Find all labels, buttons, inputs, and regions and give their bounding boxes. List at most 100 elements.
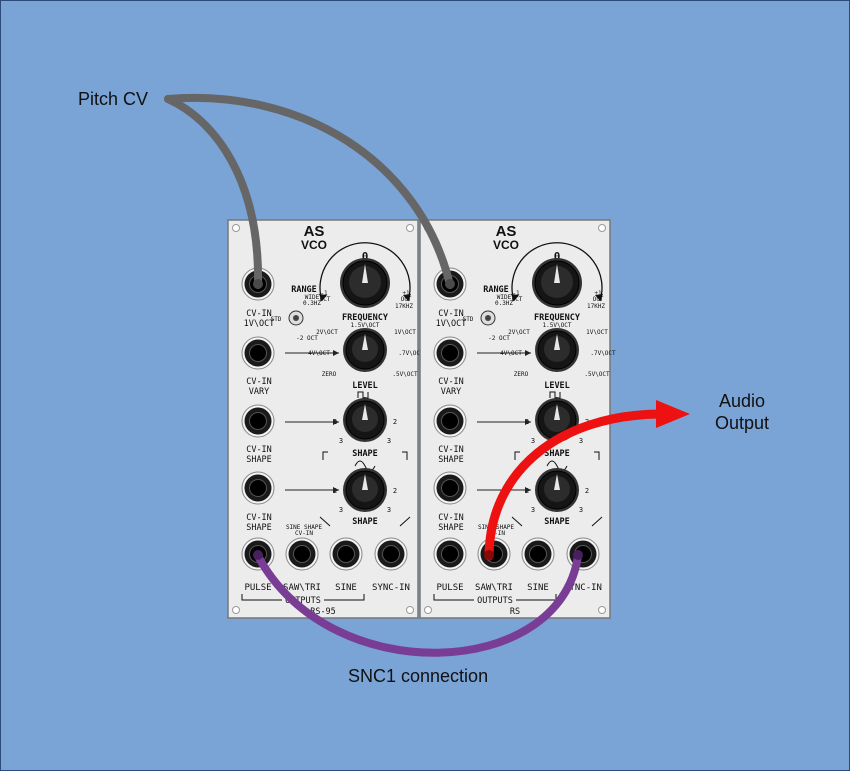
sine-shape-cv-label-2: CV-IN bbox=[295, 530, 313, 537]
level-scale-2-right: 2 bbox=[393, 418, 397, 426]
frequency-sub-label: 1.5V\OCT bbox=[351, 322, 380, 329]
shape-label-1: SHAPE bbox=[352, 449, 378, 459]
range-label: RANGE bbox=[483, 285, 509, 295]
jack-label-shape-1: SHAPE bbox=[438, 455, 464, 465]
frequency-arc-arrow-right bbox=[403, 294, 411, 301]
jack-cv-in-vary bbox=[241, 336, 275, 370]
level-knob bbox=[343, 398, 387, 442]
level-knob-pointer bbox=[554, 404, 560, 420]
module-title: VCO bbox=[301, 238, 327, 252]
jack-label-vary: VARY bbox=[249, 387, 269, 397]
range-std-label: STD bbox=[463, 316, 474, 323]
output-label-saw-tri: SAW\TRI bbox=[475, 583, 513, 593]
level-scale-3: 3 bbox=[531, 437, 535, 445]
jack-cv-in-vary-hole bbox=[441, 344, 459, 362]
frequency-fine-knob bbox=[343, 328, 387, 372]
jack-label-shape-2: SHAPE bbox=[438, 523, 464, 533]
frequency-label: FREQUENCY bbox=[342, 313, 389, 323]
frequency-sub-label: 1.5V\OCT bbox=[543, 322, 572, 329]
ramp-down-icon bbox=[511, 516, 523, 527]
frequency-arc-arrow-left bbox=[319, 294, 327, 301]
jack-label-cv-in-3: CV-IN bbox=[438, 445, 464, 455]
level-label: LEVEL bbox=[352, 381, 378, 391]
screw-4 bbox=[598, 606, 606, 614]
jack-label-cv-in-4: CV-IN bbox=[246, 513, 272, 523]
arrow-vary bbox=[477, 350, 531, 356]
jack-out-pulse-hole bbox=[441, 545, 459, 563]
jack-cv-in-shape-1 bbox=[433, 404, 467, 438]
arrow-shape-1 bbox=[285, 419, 339, 425]
arrow-shape-1-head bbox=[333, 419, 339, 425]
module-title: VCO bbox=[493, 238, 519, 252]
frequency-arc-arrow-right bbox=[595, 294, 603, 301]
arrow-shape-2-head bbox=[333, 487, 339, 493]
arrow-shape-2-head bbox=[525, 487, 531, 493]
shape-scale-2-right: 2 bbox=[393, 487, 397, 495]
frequency-range-arc bbox=[511, 242, 603, 302]
level-scale-3: 3 bbox=[339, 437, 343, 445]
freq-dial-plus-oct: OCT bbox=[593, 296, 604, 303]
output-label-saw-tri: SAW\TRI bbox=[283, 583, 321, 593]
screw-3 bbox=[424, 606, 432, 614]
output-label-sine: SINE bbox=[335, 583, 357, 593]
screw-4 bbox=[406, 606, 414, 614]
jack-label-1v-oct: 1V\OCT bbox=[244, 319, 275, 329]
jack-label-cv-in-2: CV-IN bbox=[246, 377, 272, 387]
pitch-cv-cable-right bbox=[164, 93, 454, 289]
freq-dial-minus: -1 bbox=[320, 290, 328, 297]
jack-label-cv-in-4: CV-IN bbox=[438, 513, 464, 523]
range-std-label: STD bbox=[271, 316, 282, 323]
arrow-vary-head bbox=[333, 350, 339, 356]
jack-cv-in-shape-1-hole bbox=[249, 412, 267, 430]
shape-label-2: SHAPE bbox=[544, 517, 570, 527]
jack-sync-in bbox=[566, 537, 600, 571]
snc1-plug-right bbox=[573, 550, 583, 560]
jack-cv-in-shape-1-hole bbox=[441, 412, 459, 430]
pitch-cv-plug-right bbox=[445, 279, 455, 289]
vary-7v-label: .7V\OCT bbox=[590, 350, 616, 357]
ramp-up-icon bbox=[591, 516, 603, 527]
shape-label-2: SHAPE bbox=[352, 517, 378, 527]
output-label-sync-in: SYNC-IN bbox=[564, 583, 602, 593]
jack-cv-in-shape-2-hole bbox=[441, 479, 459, 497]
range-switch-toggle bbox=[485, 315, 491, 321]
shape-scale-3: 3 bbox=[531, 506, 535, 514]
ramp-up-icon bbox=[399, 516, 411, 527]
module-logo: AS bbox=[496, 223, 517, 240]
jack-out-saw-tri-hole bbox=[293, 545, 311, 563]
snc1-cable bbox=[254, 552, 582, 657]
freq-dial-max: 17KHZ bbox=[587, 303, 605, 310]
outputs-label: OUTPUTS bbox=[285, 596, 321, 606]
sine-shape-cv-label: SINE SHAPE bbox=[286, 524, 323, 531]
output-label-pulse: PULSE bbox=[436, 583, 463, 593]
range-switch-toggle bbox=[293, 315, 299, 321]
jack-label-vary: VARY bbox=[441, 387, 461, 397]
ramp-down-icon bbox=[319, 516, 331, 527]
arrow-shape-2 bbox=[285, 487, 339, 493]
screw-2 bbox=[406, 224, 414, 232]
freq-dial-zero: 0 bbox=[362, 250, 369, 263]
module-model: RS bbox=[510, 607, 520, 617]
jack-label-cv-in-3: CV-IN bbox=[246, 445, 272, 455]
shape-knob-pointer bbox=[554, 474, 560, 490]
jack-sync-in-hole bbox=[382, 545, 400, 563]
freq-dial-plus: +1 bbox=[594, 290, 602, 297]
output-label-sine: SINE bbox=[527, 583, 549, 593]
module-model: RS-95 bbox=[310, 607, 336, 617]
frequency-arc-arrow-left bbox=[511, 294, 519, 301]
output-label-pulse: PULSE bbox=[244, 583, 271, 593]
vary-2v-label: 2V\OCT bbox=[508, 329, 530, 336]
shape-knob bbox=[535, 468, 579, 512]
arrow-vary bbox=[285, 350, 339, 356]
pitch-cv-plug-left bbox=[253, 279, 263, 289]
jack-cv-in-vary-hole bbox=[249, 344, 267, 362]
frequency-coarse-knob bbox=[532, 258, 582, 308]
jack-sync-in bbox=[374, 537, 408, 571]
audio-output-label: Audio Output bbox=[700, 390, 784, 434]
shape-knob-pointer bbox=[362, 474, 368, 490]
vary-zero-label: ZERO bbox=[514, 371, 529, 378]
range-wide-value: 0.3HZ bbox=[495, 300, 513, 307]
frequency-range-arc bbox=[319, 242, 411, 302]
range-wide-label: WIDE bbox=[305, 294, 320, 301]
